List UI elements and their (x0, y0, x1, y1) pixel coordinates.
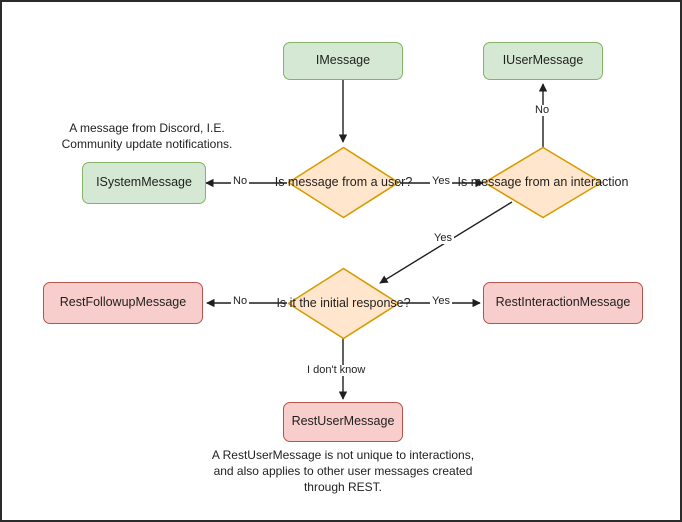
node-decision-from-interaction[interactable]: Is message from an interaction (458, 146, 628, 219)
edge-label-from-user-no: No (231, 175, 250, 187)
edge-label-initial-response-no: No (231, 295, 250, 307)
node-isystemmessage-label: ISystemMessage (96, 175, 192, 190)
node-imessage-label: IMessage (315, 53, 371, 68)
edge-label-from-interaction-yes: Yes (432, 232, 454, 244)
diamond-shape-icon (287, 267, 400, 340)
diamond-shape-icon (483, 146, 603, 219)
note-rest-user-message: A RestUserMessage is not unique to inter… (211, 448, 475, 495)
node-iusermessage-label: IUserMessage (502, 53, 584, 68)
diamond-shape-icon (287, 146, 400, 219)
node-restusermessage-label: RestUserMessage (291, 414, 395, 429)
node-imessage[interactable]: IMessage (283, 42, 403, 80)
edge-label-from-user-yes: Yes (430, 175, 452, 187)
node-decision-initial-response[interactable]: Is it the initial response? (276, 267, 411, 340)
edge-label-initial-response-unknown: I don't know (305, 364, 368, 376)
edge-label-initial-response-yes: Yes (430, 295, 452, 307)
node-restfollowupmessage-label: RestFollowupMessage (59, 295, 187, 310)
edge-label-from-interaction-no: No (533, 104, 552, 116)
node-decision-from-user-label: Is message from a user? (274, 175, 413, 190)
node-decision-initial-response-label: Is it the initial response? (276, 296, 411, 311)
node-restinteractionmessage-label: RestInteractionMessage (495, 295, 631, 310)
node-restfollowupmessage[interactable]: RestFollowupMessage (43, 282, 203, 324)
node-restusermessage[interactable]: RestUserMessage (283, 402, 403, 442)
node-restinteractionmessage[interactable]: RestInteractionMessage (483, 282, 643, 324)
node-iusermessage[interactable]: IUserMessage (483, 42, 603, 80)
node-decision-from-user[interactable]: Is message from a user? (275, 146, 412, 219)
node-decision-from-interaction-label: Is message from an interaction (457, 175, 629, 190)
note-system-message: A message from Discord, I.E. Community u… (61, 121, 233, 152)
node-isystemmessage[interactable]: ISystemMessage (82, 162, 206, 204)
